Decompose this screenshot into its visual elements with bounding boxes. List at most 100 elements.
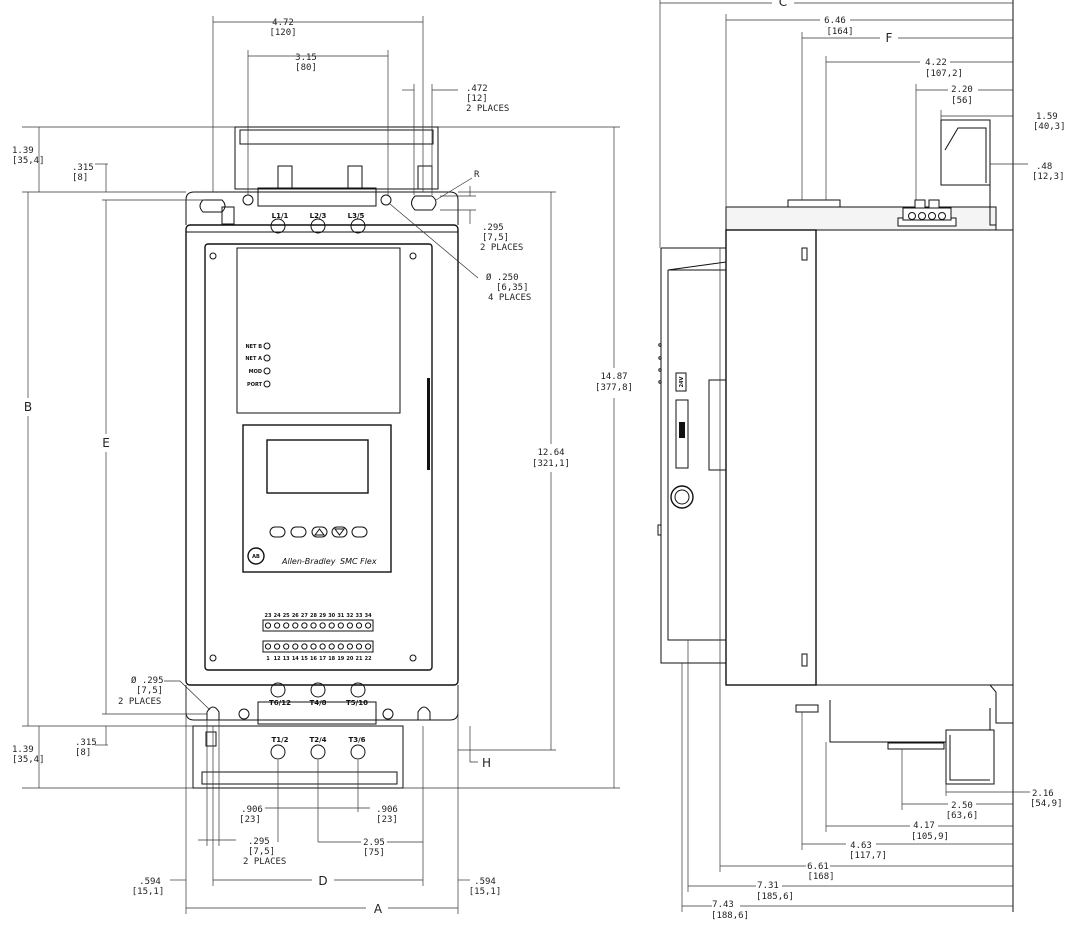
control-terminal-number: 23 <box>265 613 272 619</box>
dim-depth-731-metric: [185,6] <box>756 892 794 902</box>
dim-depth-422: 4.22 <box>925 58 947 68</box>
control-terminal-number: 21 <box>356 656 363 662</box>
side-dimensions: C 6.46 [164] F 4.22 [107,2] 2.20 [56] 1.… <box>659 0 1066 921</box>
control-terminal-block <box>262 640 374 653</box>
dim-bottom-slot-metric: [7,5] <box>248 847 275 857</box>
mount-hole <box>238 708 250 720</box>
terminal-screw <box>310 744 326 760</box>
comm-module <box>236 247 401 414</box>
dim-slot-width: .472 <box>466 84 488 94</box>
top-bracket <box>234 126 439 190</box>
control-terminal-screw <box>346 622 353 629</box>
dim-letter-b: B <box>24 400 32 414</box>
dim-bottom-slot: .295 <box>248 837 270 847</box>
control-terminal-number: 27 <box>301 613 308 619</box>
terminal-screw <box>270 744 286 760</box>
terminal-screw <box>270 682 286 698</box>
control-terminal-number: 24 <box>274 613 281 619</box>
control-terminal-screw <box>264 643 272 650</box>
mount-hole <box>380 194 392 206</box>
brand-name: Allen-Bradley <box>281 557 336 566</box>
dim-slot-radius: R <box>474 170 480 180</box>
terminal-label: T6/12 <box>269 699 291 707</box>
dim-depth-646-metric: [164] <box>826 27 853 37</box>
dim-mount-width: 3.15 <box>295 53 317 63</box>
dim-letter-e: E <box>102 436 110 450</box>
terminal-label: T1/2 <box>271 736 288 744</box>
side-label-24v: 24V <box>679 376 685 387</box>
top-right-slot <box>411 195 437 211</box>
dim-depth-216: 2.16 <box>1032 789 1054 799</box>
dim-top-offset-metric: [8] <box>72 173 88 183</box>
down-arrow-icon <box>334 528 345 536</box>
control-terminal-screw <box>292 622 299 629</box>
control-terminal-number: 17 <box>319 656 326 662</box>
terminal-screw <box>350 744 366 760</box>
dim-depth-463: 4.63 <box>850 841 872 851</box>
dim-top-width: 4.72 <box>272 18 294 28</box>
dim-letter-h: H <box>482 756 491 770</box>
dim-depth-250: 2.50 <box>951 801 973 811</box>
dim-depth-661: 6.61 <box>807 862 829 872</box>
control-terminal-number: 1 <box>266 656 270 662</box>
dim-letter-d: D <box>318 874 327 888</box>
control-terminal-number: 13 <box>283 656 290 662</box>
control-terminal-screw <box>346 643 353 650</box>
dim-top-width-metric: [120] <box>269 28 296 38</box>
product-name: SMC Flex <box>340 557 377 566</box>
led-indicator <box>263 342 271 350</box>
control-terminal-screws <box>264 622 372 650</box>
bottom-left-slot <box>206 706 220 720</box>
dim-bottom-height: 1.39 <box>12 745 34 755</box>
up-button <box>311 526 328 538</box>
down-button <box>331 526 348 538</box>
control-terminal-number: 29 <box>319 613 326 619</box>
dim-depth-417: 4.17 <box>913 821 935 831</box>
control-terminal-number: 18 <box>328 656 335 662</box>
dim-letter-f: F <box>886 31 893 45</box>
dim-depth-422-metric: [107,2] <box>925 69 963 79</box>
lcd-display <box>266 439 369 494</box>
dim-edge-right-metric: [15,1] <box>469 887 502 897</box>
terminal-screw <box>310 682 326 698</box>
dim-mount-width-metric: [80] <box>295 63 317 73</box>
dim-depth-048: .48 <box>1036 162 1052 172</box>
control-terminal-number: 22 <box>365 656 372 662</box>
dim-inner-height-metric: [321,1] <box>532 459 570 469</box>
control-terminal-screw <box>274 622 281 629</box>
control-terminal-screw <box>319 622 326 629</box>
dim-top-offset: .315 <box>72 163 94 173</box>
led-label: NET B <box>245 344 262 350</box>
up-arrow-icon <box>314 528 325 536</box>
dim-depth-159-metric: [40,3] <box>1033 122 1066 132</box>
dim-term-right-metric: [23] <box>376 815 398 825</box>
terminal-screw <box>350 218 366 234</box>
dim-term-span-metric: [75] <box>363 848 385 858</box>
ab-logo-text: AB <box>252 554 260 560</box>
front-dimensions: 4.72 [120] 3.15 [80] .472 [12] 2 PLACES … <box>12 16 633 916</box>
control-terminal-number: 19 <box>337 656 344 662</box>
side-knob <box>670 485 694 509</box>
dim-hole-diameter: Ø .250 <box>486 272 519 283</box>
front-cover <box>204 243 433 671</box>
control-terminal-number: 16 <box>310 656 317 662</box>
control-terminal-screw <box>283 643 290 650</box>
control-terminal-screw <box>337 643 344 650</box>
dim-letter-c: C <box>779 0 787 9</box>
top-left-slot <box>199 199 226 213</box>
enter-button <box>351 526 368 538</box>
terminal-label: L2/3 <box>310 212 327 220</box>
dim-depth-159: 1.59 <box>1036 112 1058 122</box>
dim-overall-height: 14.87 <box>600 372 627 382</box>
control-terminal-number: 25 <box>283 613 290 619</box>
led-label: PORT <box>247 382 263 388</box>
dim-depth-220-metric: [56] <box>951 96 973 106</box>
status-leds: NET B NET A MOD PORT <box>245 342 271 388</box>
dim-term-right: .906 <box>376 805 398 815</box>
control-terminal-screw <box>319 643 326 650</box>
mount-hole <box>242 194 254 206</box>
control-terminal-screw <box>274 643 281 650</box>
control-terminal-number: 12 <box>274 656 281 662</box>
dim-edge-left-metric: [15,1] <box>132 887 165 897</box>
